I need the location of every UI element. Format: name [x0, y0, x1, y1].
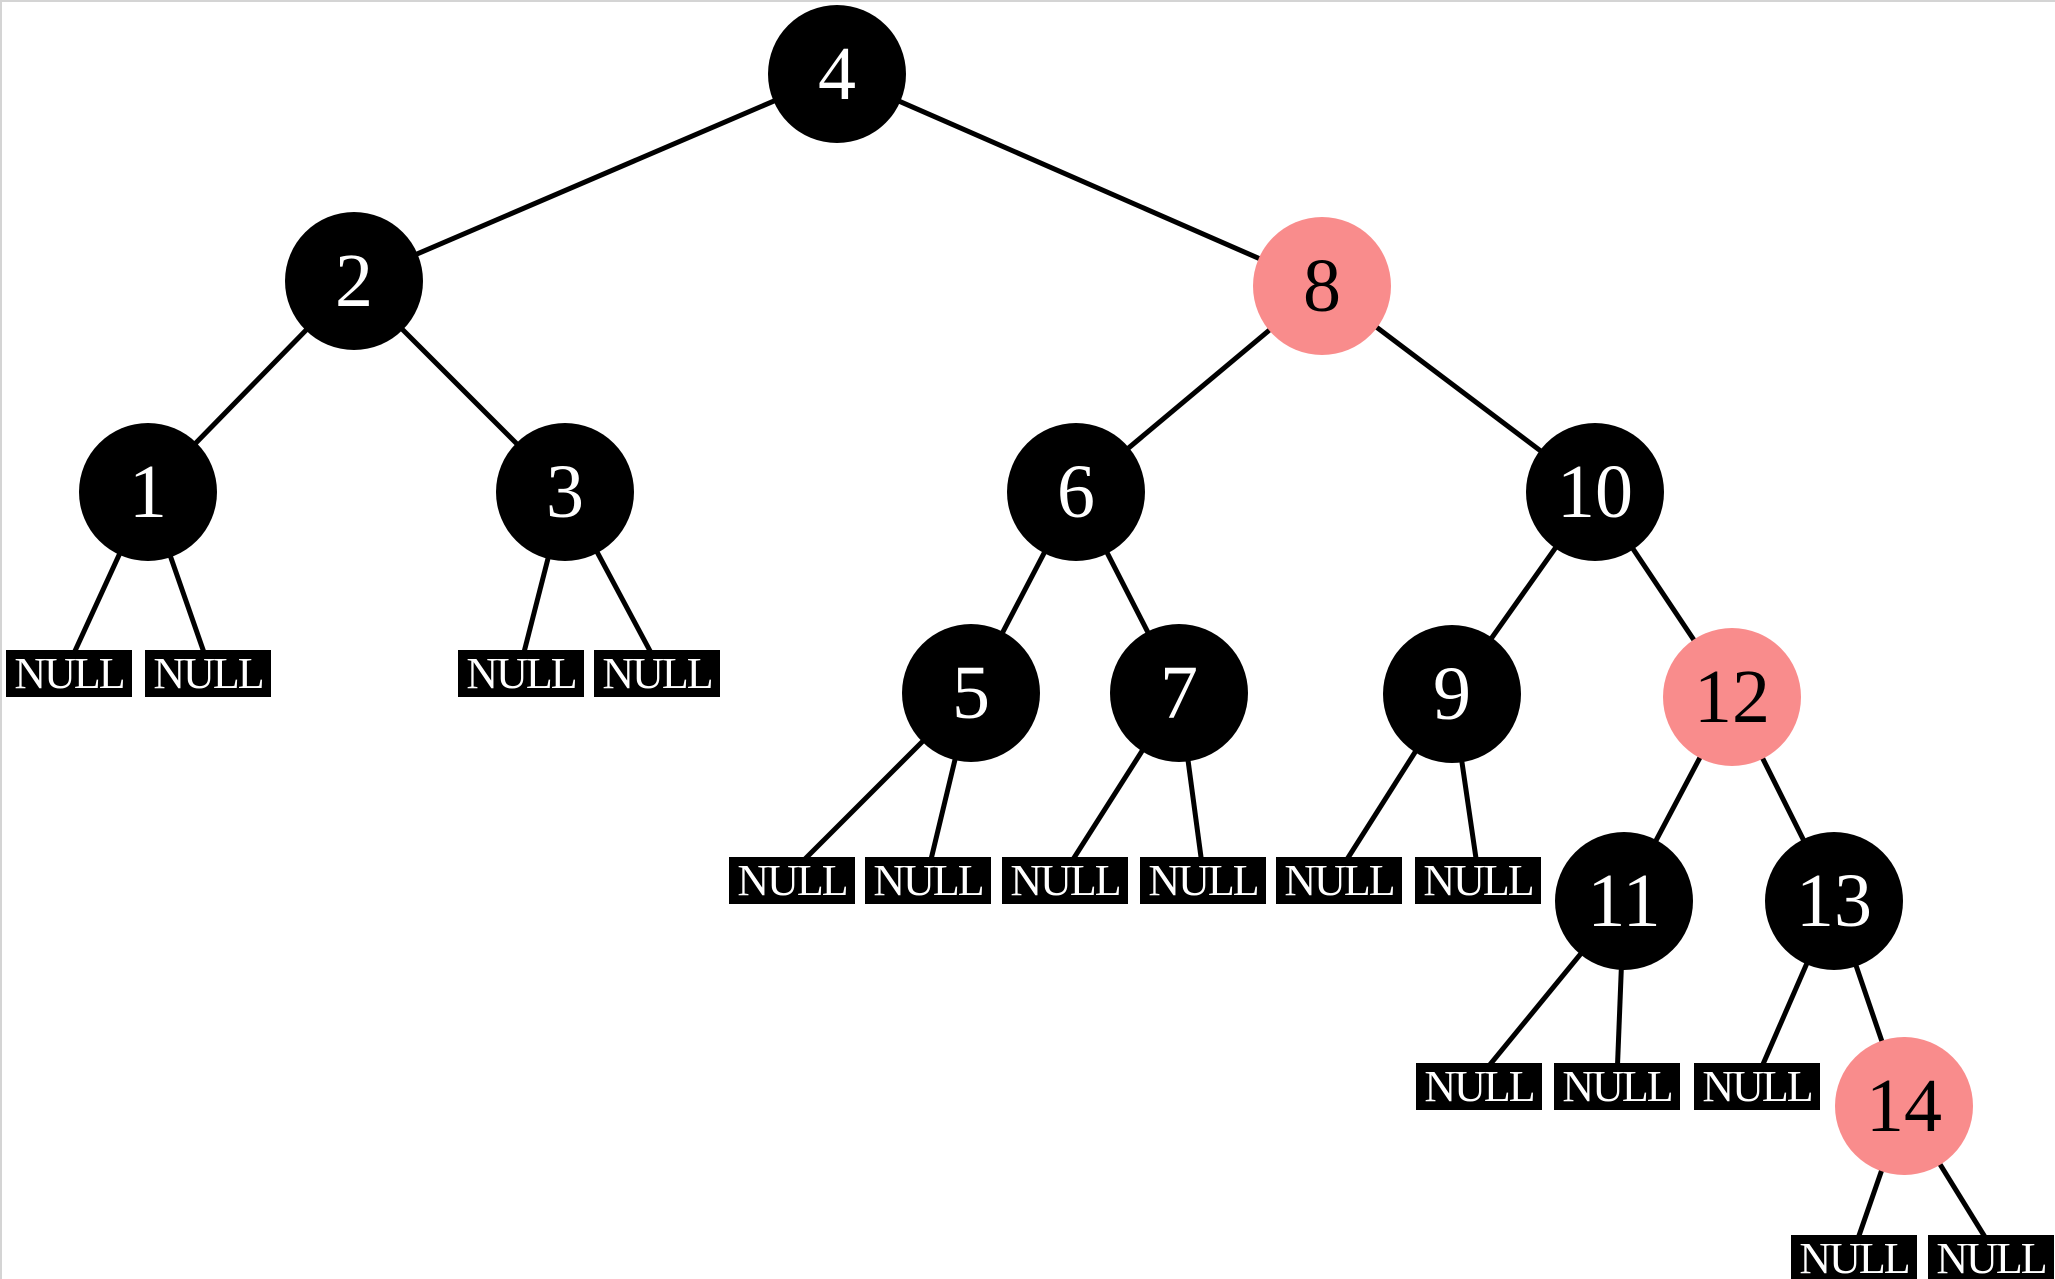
- null-label: NULL: [602, 650, 713, 697]
- node-label: 7: [1160, 651, 1198, 735]
- node-label: 9: [1433, 652, 1471, 736]
- null-label: NULL: [1010, 857, 1121, 904]
- tree-node-14: 14: [1835, 1037, 1973, 1175]
- edge-4-8: [835, 71, 1324, 289]
- null-leaf: NULL: [865, 857, 991, 904]
- tree-node-9: 9: [1383, 625, 1521, 763]
- tree-node-2: 2: [285, 212, 423, 350]
- node-label: 8: [1303, 244, 1341, 328]
- tree-node-3: 3: [496, 423, 634, 561]
- null-leaf: NULL: [1554, 1063, 1680, 1110]
- tree-node-6: 6: [1007, 423, 1145, 561]
- null-leaf: NULL: [1694, 1063, 1820, 1110]
- node-label: 5: [952, 651, 990, 735]
- node-label: 4: [818, 32, 856, 116]
- null-leaf: NULL: [1276, 857, 1402, 904]
- null-leaf: NULL: [1928, 1235, 2054, 1279]
- node-label: 3: [546, 450, 584, 534]
- null-label: NULL: [1799, 1235, 1910, 1279]
- node-label: 11: [1587, 859, 1661, 943]
- node-label: 6: [1057, 450, 1095, 534]
- null-label: NULL: [1148, 857, 1259, 904]
- null-label: NULL: [153, 650, 264, 697]
- null-leaf: NULL: [6, 650, 132, 697]
- tree-node-4: 4: [768, 5, 906, 143]
- tree-node-13: 13: [1765, 832, 1903, 970]
- null-label: NULL: [873, 857, 984, 904]
- node-label: 2: [335, 239, 373, 323]
- null-label: NULL: [1423, 857, 1534, 904]
- null-label: NULL: [1424, 1063, 1535, 1110]
- tree-node-12: 12: [1663, 628, 1801, 766]
- null-leaf: NULL: [1415, 857, 1541, 904]
- null-label: NULL: [737, 857, 848, 904]
- edge-4-2: [353, 71, 838, 284]
- null-leaf: NULL: [729, 857, 855, 904]
- null-leaf: NULL: [145, 650, 271, 697]
- node-label: 14: [1866, 1064, 1942, 1148]
- null-label: NULL: [1562, 1063, 1673, 1110]
- node-label: 12: [1694, 655, 1770, 739]
- tree-node-7: 7: [1110, 624, 1248, 762]
- tree-node-11: 11: [1555, 832, 1693, 970]
- tree-node-10: 10: [1526, 423, 1664, 561]
- null-label: NULL: [1702, 1063, 1813, 1110]
- null-leaf: NULL: [1002, 857, 1128, 904]
- tree-node-5: 5: [902, 624, 1040, 762]
- null-label: NULL: [1936, 1235, 2047, 1279]
- tree-node-8: 8: [1253, 217, 1391, 355]
- null-leaf: NULL: [1791, 1235, 1917, 1279]
- null-leaf: NULL: [1416, 1063, 1542, 1110]
- null-leaf: NULL: [594, 650, 720, 697]
- null-label: NULL: [1284, 857, 1395, 904]
- null-label: NULL: [14, 650, 125, 697]
- node-label: 1: [129, 450, 167, 534]
- null-leaf: NULL: [1140, 857, 1266, 904]
- node-label: 13: [1796, 859, 1872, 943]
- tree-node-1: 1: [79, 423, 217, 561]
- null-leaf: NULL: [458, 650, 584, 697]
- node-label: 10: [1557, 450, 1633, 534]
- null-label: NULL: [466, 650, 577, 697]
